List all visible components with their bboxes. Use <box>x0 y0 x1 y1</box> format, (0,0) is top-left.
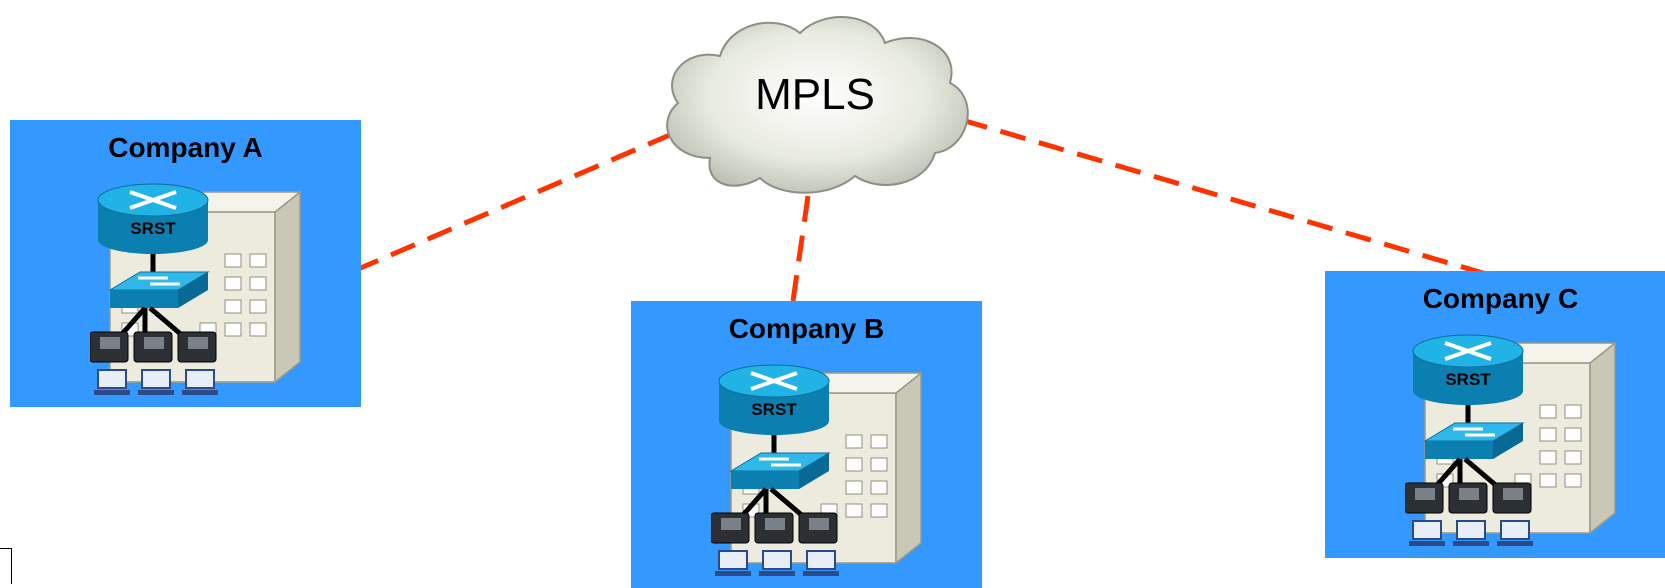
site-equipment: SRST <box>1405 334 1618 546</box>
router-icon: SRST <box>97 183 209 254</box>
cloud-label: MPLS <box>755 70 875 119</box>
pc-icon <box>1409 520 1533 546</box>
site-company-b: Company B SRST <box>631 301 982 588</box>
site-equipment: SRST <box>711 364 924 576</box>
site-title: Company A <box>108 132 263 163</box>
router-label: SRST <box>130 219 176 238</box>
link-mpls-company-c <box>961 117 1494 279</box>
switch-icon <box>1423 422 1525 459</box>
site-company-a: Company A SRST <box>10 120 361 407</box>
site-equipment: SRST <box>90 183 303 395</box>
link-mpls-company-b <box>790 195 811 302</box>
link-mpls-company-a <box>341 131 673 279</box>
router-label: SRST <box>751 400 797 419</box>
site-company-c: Company C SRST <box>1325 271 1665 558</box>
pc-icon <box>94 369 218 395</box>
router-icon: SRST <box>1412 334 1524 405</box>
router-label: SRST <box>1445 370 1491 389</box>
cloud-icon <box>666 16 969 194</box>
switch-icon <box>108 271 210 308</box>
pc-icon <box>715 550 839 576</box>
router-icon: SRST <box>718 364 830 435</box>
site-title: Company B <box>728 313 885 344</box>
mpls-cloud: MPLS <box>650 8 980 198</box>
switch-icon <box>729 452 831 489</box>
corner-mark <box>0 548 12 584</box>
site-title: Company C <box>1422 283 1579 314</box>
